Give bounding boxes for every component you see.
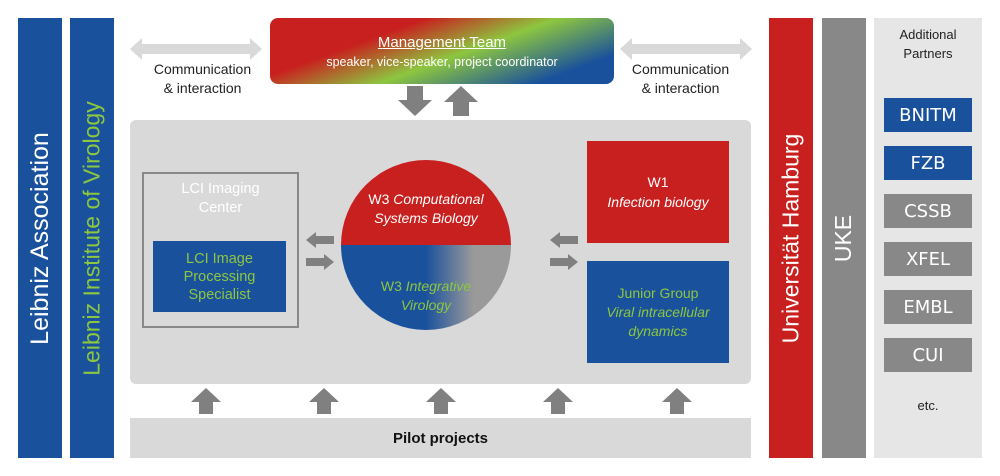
- w3-top-italic1: Computational: [393, 191, 484, 207]
- down-arrow-management: [398, 86, 432, 116]
- pilot-arrow-2: [309, 388, 339, 414]
- partner-fzb: FZB: [884, 146, 972, 180]
- partner-cui: CUI: [884, 338, 972, 372]
- partners-etc: etc.: [917, 398, 939, 413]
- w3-integrative-label: W3 Integrative Virology: [351, 277, 501, 315]
- junior-group-box: Junior Group Viral intracellular dynamic…: [587, 261, 729, 363]
- additional-partners-panel: Additional Partners: [874, 18, 982, 458]
- specialist-line1: LCI Image: [186, 250, 253, 267]
- communication-right-line2: & interaction: [641, 80, 720, 96]
- arrow-to-junior: [550, 254, 578, 270]
- junior-group-subtitle1: Viral intracellular: [606, 303, 710, 320]
- lci-imaging-center-line1: LCI Imaging: [181, 181, 260, 197]
- communication-left-line2: & interaction: [163, 80, 242, 96]
- w1-box: W1 Infection biology: [587, 141, 729, 243]
- w1-title: W1: [647, 174, 669, 190]
- partners-title-line2: Partners: [903, 46, 953, 61]
- pilot-arrow-5: [662, 388, 692, 414]
- pilot-arrow-3: [426, 388, 456, 414]
- w3-bottom-italic2: Virology: [400, 297, 452, 313]
- w3-computational-label: W3 Computational Systems Biology: [351, 190, 501, 228]
- junior-group-title: Junior Group: [617, 284, 699, 301]
- communication-left: Communication & interaction: [140, 60, 265, 98]
- lci-imaging-center-box: LCI Imaging Center: [142, 172, 299, 328]
- lci-image-processing-specialist-box: LCI Image Processing Specialist: [153, 241, 286, 312]
- w3-bottom-italic1: Integrative: [405, 278, 472, 294]
- partner-embl: EMBL: [884, 290, 972, 324]
- partner-bnitm: BNITM: [884, 98, 972, 132]
- w3-bottom-prefix: W3: [380, 278, 406, 294]
- w1-subtitle: Infection biology: [607, 194, 709, 210]
- partners-title-line1: Additional: [899, 27, 957, 42]
- lci-imaging-center-title: LCI Imaging Center: [144, 180, 297, 218]
- arrow-from-imaging: [306, 254, 334, 270]
- partner-cssb: CSSB: [884, 194, 972, 228]
- double-arrow-right: [620, 38, 752, 60]
- w3-top-italic2: Systems Biology: [374, 210, 478, 226]
- leibniz-institute-label: Leibniz Institute of Virology: [78, 100, 105, 376]
- specialist-line3: Specialist: [188, 286, 251, 303]
- additional-partners-title: Additional Partners: [874, 25, 982, 63]
- arrow-from-w1: [550, 232, 578, 248]
- pilot-projects-bar: Pilot projects: [130, 418, 751, 458]
- uke-bar: UKE: [822, 18, 866, 458]
- pilot-arrow-1: [191, 388, 221, 414]
- leibniz-institute-bar: Leibniz Institute of Virology: [70, 18, 114, 458]
- communication-left-line1: Communication: [153, 61, 252, 77]
- arrow-to-imaging: [306, 232, 334, 248]
- universitaet-hamburg-bar: Universität Hamburg: [769, 18, 813, 458]
- partner-xfel: XFEL: [884, 242, 972, 276]
- pilot-arrow-4: [543, 388, 573, 414]
- uke-label: UKE: [830, 214, 857, 262]
- w3-top-prefix: W3: [368, 191, 394, 207]
- pilot-projects-label: Pilot projects: [392, 429, 489, 447]
- double-arrow-left: [130, 38, 262, 60]
- management-team-box: Management Team speaker, vice-speaker, p…: [270, 18, 614, 84]
- management-team-subtitle: speaker, vice-speaker, project coordinat…: [326, 54, 558, 69]
- up-arrow-management: [444, 86, 478, 116]
- w3-circle: [341, 160, 511, 330]
- communication-right-line1: Communication: [631, 61, 730, 77]
- universitaet-hamburg-label: Universität Hamburg: [777, 133, 804, 343]
- leibniz-association-bar: Leibniz Association: [18, 18, 62, 458]
- leibniz-association-label: Leibniz Association: [25, 131, 54, 345]
- junior-group-subtitle2: dynamics: [628, 322, 688, 339]
- specialist-line2: Processing: [183, 268, 256, 285]
- management-team-title: Management Team: [377, 33, 507, 51]
- communication-right: Communication & interaction: [618, 60, 743, 98]
- lci-imaging-center-line2: Center: [198, 200, 243, 216]
